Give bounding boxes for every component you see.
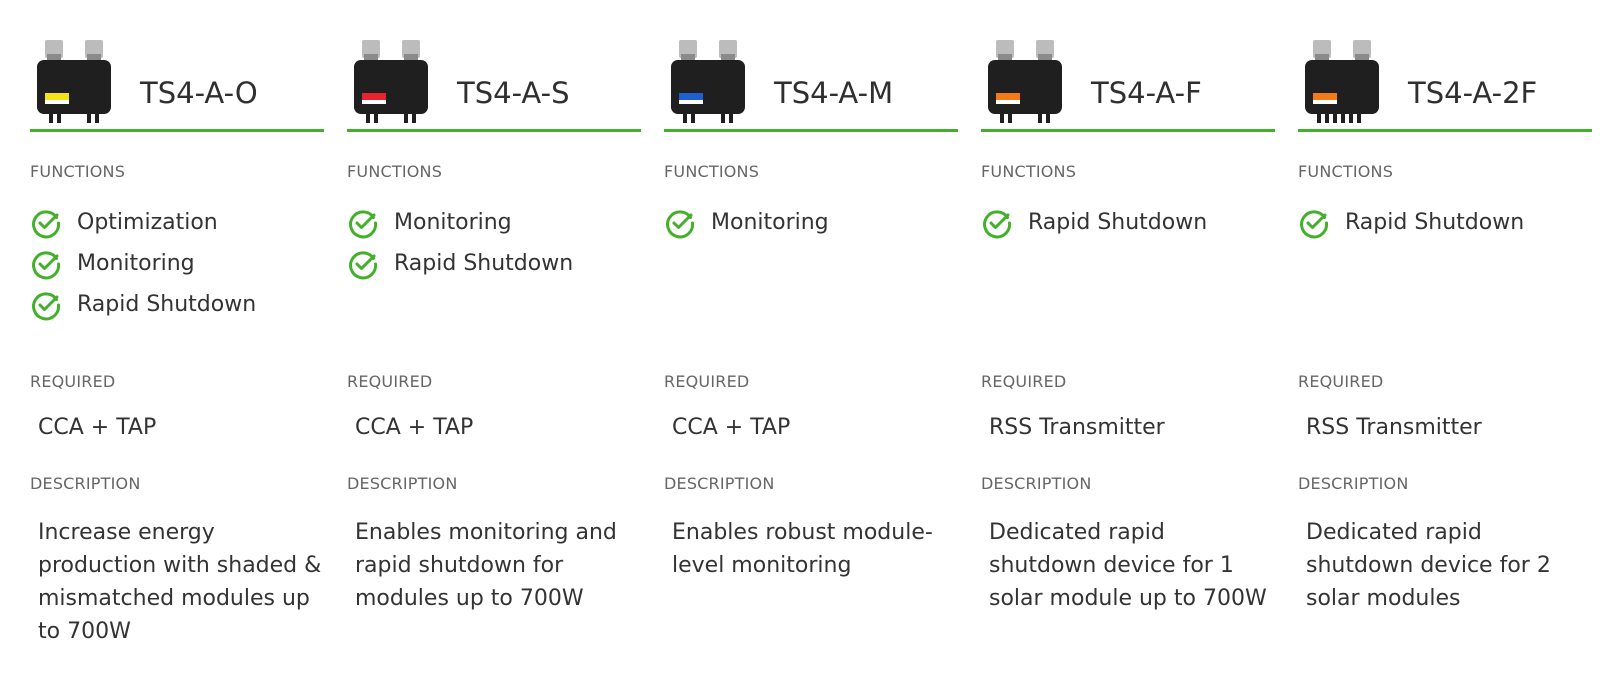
functions-label: FUNCTIONS: [1298, 162, 1394, 181]
product-card-ts4-a-s: TS4-A-S FUNCTIONS Monitoring Rapid Shutd…: [347, 0, 641, 688]
required-label: REQUIRED: [30, 372, 116, 391]
description-label: DESCRIPTION: [664, 474, 775, 493]
model-name: TS4-A-F: [1091, 76, 1202, 110]
required-label: REQUIRED: [1298, 372, 1384, 391]
description-label: DESCRIPTION: [347, 474, 458, 493]
optimizer-device-icon: [1305, 40, 1379, 123]
functions-list: Optimization Monitoring Rapid Shutdown: [30, 202, 256, 325]
function-label: Optimization: [77, 209, 218, 235]
functions-list: Monitoring Rapid Shutdown: [347, 202, 573, 284]
functions-list: Monitoring: [664, 202, 829, 243]
function-label: Monitoring: [77, 250, 195, 276]
check-circle-icon: [666, 209, 695, 238]
color-label-tag: [679, 93, 703, 100]
description-text: Dedicated rapid shutdown device for 2 so…: [1306, 520, 1551, 611]
functions-label: FUNCTIONS: [664, 162, 760, 181]
required-value: RSS Transmitter: [989, 415, 1165, 440]
required-value: CCA + TAP: [355, 415, 474, 440]
description-label: DESCRIPTION: [30, 474, 141, 493]
product-header: TS4-A-S: [347, 38, 641, 132]
function-label: Rapid Shutdown: [394, 250, 574, 276]
function-item: Rapid Shutdown: [347, 243, 573, 284]
check-circle-icon: [32, 209, 61, 238]
functions-list: Rapid Shutdown: [981, 202, 1207, 243]
product-header: TS4-A-2F: [1298, 38, 1592, 132]
required-value: RSS Transmitter: [1306, 415, 1482, 440]
check-circle-icon: [32, 250, 61, 279]
model-name: TS4-A-M: [774, 76, 894, 110]
check-circle-icon: [349, 250, 378, 279]
function-item: Rapid Shutdown: [981, 202, 1207, 243]
product-card-ts4-a-f: TS4-A-F FUNCTIONS Rapid Shutdown REQUIRE…: [981, 0, 1275, 688]
function-item: Rapid Shutdown: [30, 284, 256, 325]
color-label-tag: [45, 93, 69, 100]
function-item: Monitoring: [664, 202, 829, 243]
functions-label: FUNCTIONS: [347, 162, 443, 181]
product-header: TS4-A-O: [30, 38, 324, 132]
function-item: Rapid Shutdown: [1298, 202, 1524, 243]
color-label-tag: [996, 93, 1020, 100]
description-text: Dedicated rapid shutdown device for 1 so…: [989, 520, 1267, 611]
function-item: Monitoring: [347, 202, 573, 243]
color-label-tag: [362, 93, 386, 100]
product-card-ts4-a-o: TS4-A-O FUNCTIONS Optimization Monitorin…: [30, 0, 324, 688]
function-item: Optimization: [30, 202, 256, 243]
optimizer-device-icon: [671, 40, 745, 123]
function-label: Monitoring: [711, 209, 829, 235]
required-label: REQUIRED: [664, 372, 750, 391]
product-header: TS4-A-M: [664, 38, 958, 132]
functions-label: FUNCTIONS: [30, 162, 126, 181]
function-label: Rapid Shutdown: [1345, 209, 1525, 235]
product-header: TS4-A-F: [981, 38, 1275, 132]
product-card-ts4-a-m: TS4-A-M FUNCTIONS Monitoring REQUIRED CC…: [664, 0, 958, 688]
required-value: CCA + TAP: [38, 415, 157, 440]
required-label: REQUIRED: [981, 372, 1067, 391]
check-circle-icon: [32, 291, 61, 320]
required-value: CCA + TAP: [672, 415, 791, 440]
optimizer-device-icon: [37, 40, 111, 123]
check-circle-icon: [983, 209, 1012, 238]
optimizer-device-icon: [988, 40, 1062, 123]
required-label: REQUIRED: [347, 372, 433, 391]
description-text: Enables monitoring and rapid shutdown fo…: [355, 520, 617, 611]
check-circle-icon: [349, 209, 378, 238]
function-label: Monitoring: [394, 209, 512, 235]
function-item: Monitoring: [30, 243, 256, 284]
description-text: Increase energy production with shaded &…: [38, 520, 322, 644]
color-label-tag: [1313, 93, 1337, 100]
check-circle-icon: [1300, 209, 1329, 238]
model-name: TS4-A-2F: [1408, 76, 1538, 110]
description-label: DESCRIPTION: [981, 474, 1092, 493]
description-text: Enables robust module-level monitoring: [672, 520, 933, 578]
function-label: Rapid Shutdown: [77, 291, 257, 317]
model-name: TS4-A-S: [457, 76, 570, 110]
functions-list: Rapid Shutdown: [1298, 202, 1524, 243]
description-label: DESCRIPTION: [1298, 474, 1409, 493]
optimizer-device-icon: [354, 40, 428, 123]
functions-label: FUNCTIONS: [981, 162, 1077, 181]
function-label: Rapid Shutdown: [1028, 209, 1208, 235]
model-name: TS4-A-O: [140, 76, 258, 110]
product-card-ts4-a-2f: TS4-A-2F FUNCTIONS Rapid Shutdown REQUIR…: [1298, 0, 1592, 688]
